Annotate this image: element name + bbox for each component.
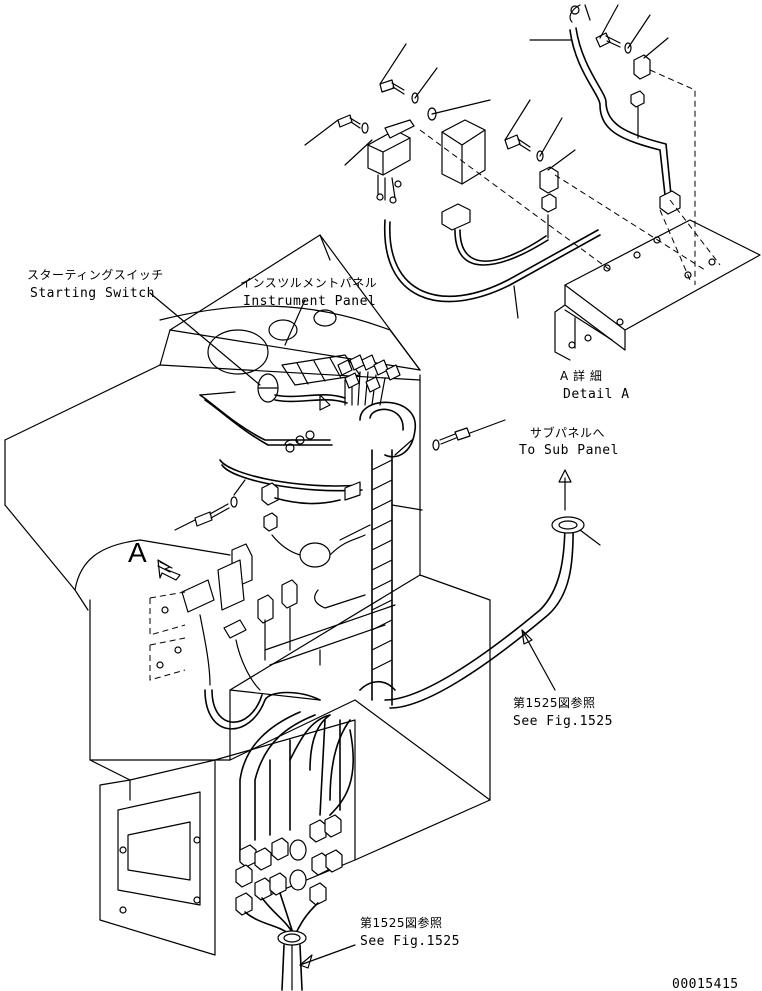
svg-text:第1525図参照: 第1525図参照 <box>360 915 443 930</box>
svg-text:Starting Switch: Starting Switch <box>30 286 155 301</box>
label-instrument-panel: インスツルメントパネル Instrument Panel <box>240 276 377 309</box>
label-starting-switch: スターティングスイッチ Starting Switch <box>27 268 164 301</box>
svg-text:スターティングスイッチ: スターティングスイッチ <box>27 268 164 282</box>
label-to-sub-panel: サブパネルへ To Sub Panel <box>519 425 619 458</box>
svg-text:第1525図参照: 第1525図参照 <box>513 695 596 710</box>
svg-text:See Fig.1525: See Fig.1525 <box>513 714 613 729</box>
svg-text:A 詳 細: A 詳 細 <box>560 368 602 383</box>
label-detail-a: A 詳 細 Detail A <box>560 368 630 402</box>
svg-text:To Sub Panel: To Sub Panel <box>519 443 619 458</box>
svg-text:See Fig.1525: See Fig.1525 <box>360 934 460 949</box>
svg-text:インスツルメントパネル: インスツルメントパネル <box>240 276 377 290</box>
svg-text:Instrument Panel: Instrument Panel <box>243 294 376 309</box>
svg-text:Detail A: Detail A <box>563 387 630 402</box>
svg-text:サブパネルへ: サブパネルへ <box>530 425 605 440</box>
label-see-fig-1525-right: 第1525図参照 See Fig.1525 <box>513 695 613 729</box>
drawing-number: 00015415 <box>672 977 739 991</box>
label-see-fig-1525-bottom: 第1525図参照 See Fig.1525 <box>360 915 460 949</box>
view-letter-a: A <box>128 537 147 568</box>
console-drawing <box>4 234 601 991</box>
detail-a-drawing <box>304 4 761 361</box>
